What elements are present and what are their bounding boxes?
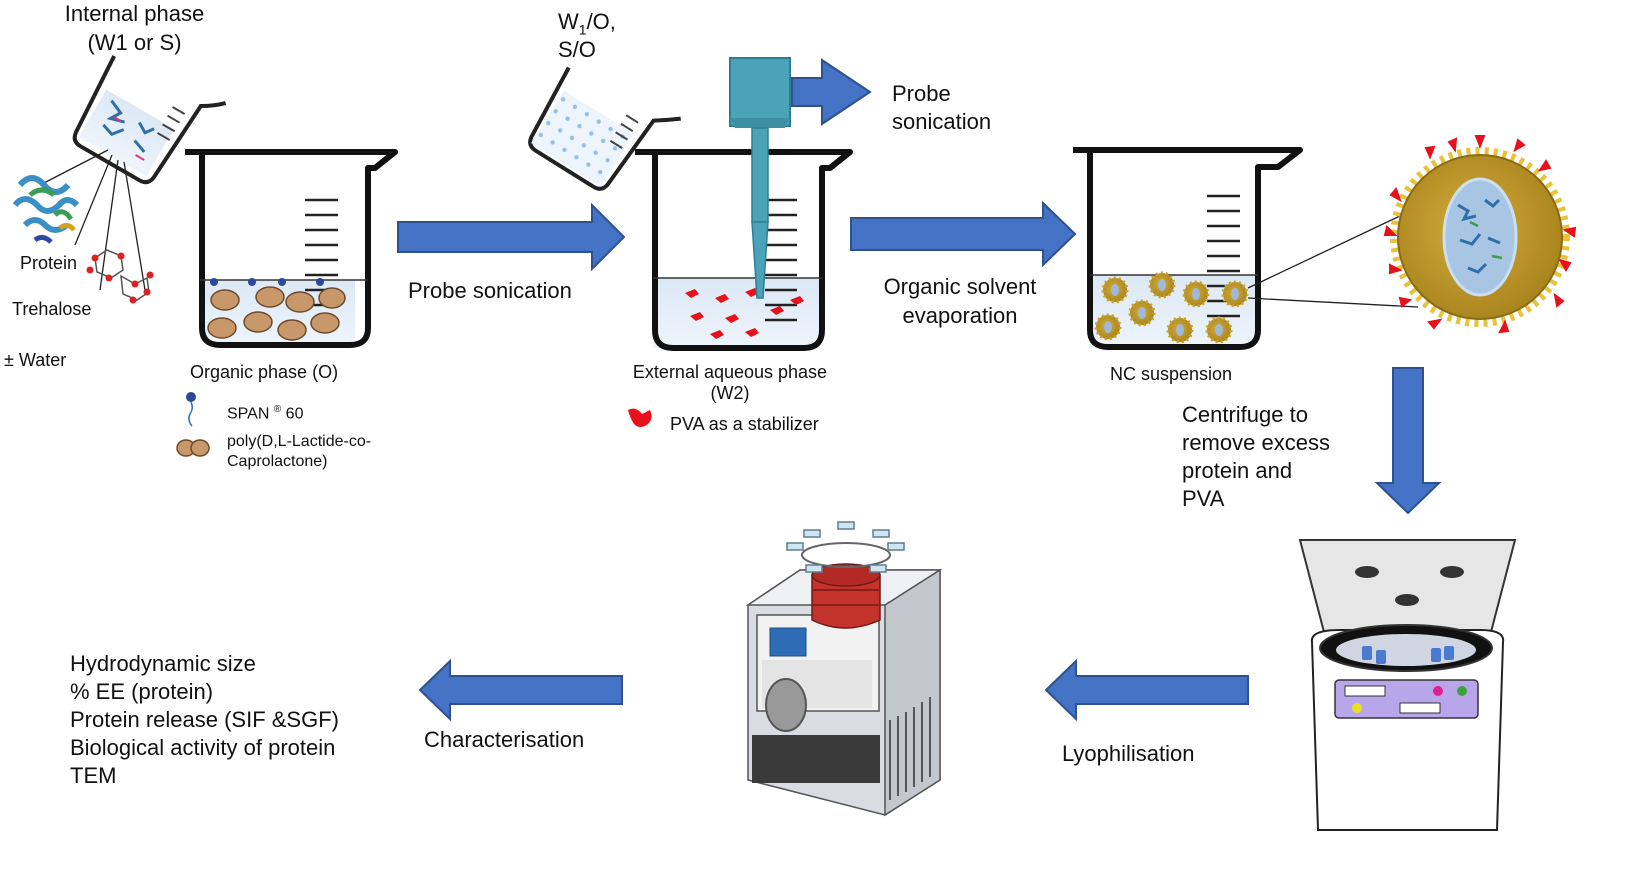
polymer-label-line2: Caprolactone) [227,453,328,470]
centrifuge-label-line3: protein and [1182,458,1293,483]
internal-phase-beaker [72,55,227,185]
characterisation-item: % EE (protein) [70,679,214,704]
ingredient-connector-lines [39,149,146,291]
w1o-w: W [558,9,579,34]
centrifuge-machine [1298,539,1517,831]
registered-mark: ® [273,404,282,415]
w1o-sub: 1 [578,21,587,38]
probe-label-line1: Probe [892,81,951,106]
characterisation-item: TEM [70,763,117,788]
span60-icon [186,392,196,427]
arrow-probe-sonication [397,202,626,272]
pva-icon [628,408,652,427]
arrow-probe-label [791,58,872,126]
w1o-rest: /O, [586,9,616,34]
characterisation-item: Hydrodynamic size [70,651,256,676]
internal-phase-subtitle: (W1 or S) [87,30,182,55]
protein-label: Protein [20,253,78,273]
span-number: 60 [285,405,304,423]
characterisation-item: Biological activity of protein [70,735,336,760]
centrifuge-label-line2: remove excess [1182,430,1330,455]
organic-phase-beaker [185,149,398,348]
arrow-characterisation [418,658,623,722]
solvent-evaporation-line1: Organic solvent [883,274,1037,299]
external-phase-label-line2: (W2) [710,383,750,403]
w1o-beaker [528,66,681,191]
arrow-centrifuge [1374,367,1442,515]
solvent-evaporation-line2: evaporation [902,303,1018,328]
arrow-solvent-evaporation [850,200,1077,268]
external-phase-beaker [635,149,853,351]
probe-sonicator [729,57,791,299]
trehalose-label: Trehalose [12,299,92,319]
nanocapsule-detail [1383,135,1577,334]
w1o-label-line1: W1/O, [558,8,616,43]
protein-structure-icon [12,175,80,244]
lyophilisation-label: Lyophilisation [1062,741,1195,766]
characterisation-item: Protein release (SIF &SGF) [70,707,339,732]
pva-label: PVA as a stabilizer [670,414,819,434]
polymer-label-line1: poly(D,L-Lactide-co- [227,433,372,450]
zoom-lines [1247,214,1419,308]
nc-suspension-beaker [1073,147,1303,350]
internal-phase-title: Internal phase [64,1,205,26]
trehalose-molecule-icon [86,249,154,304]
external-phase-label-line1: External aqueous phase [632,362,828,382]
characterisation-label: Characterisation [424,727,585,752]
probe-label-line2: sonication [892,109,992,134]
centrifuge-label-line4: PVA [1182,486,1225,511]
centrifuge-label-line1: Centrifuge to [1182,402,1308,427]
characterisation-list: Hydrodynamic size % EE (protein) Protein… [70,650,339,790]
water-label: ± Water [4,350,67,370]
span-label: SPAN [227,405,270,423]
probe-sonication-step-label: Probe sonication [408,278,572,303]
nc-suspension-label: NC suspension [1110,364,1233,384]
organic-phase-label: Organic phase (O) [190,362,339,382]
w1o-label-line2: S/O [558,37,596,62]
freeze-dryer-machine [745,521,943,817]
polymer-icon [176,439,210,457]
span60-label: SPAN ® 60 [227,400,303,424]
arrow-lyophilisation [1044,658,1249,722]
